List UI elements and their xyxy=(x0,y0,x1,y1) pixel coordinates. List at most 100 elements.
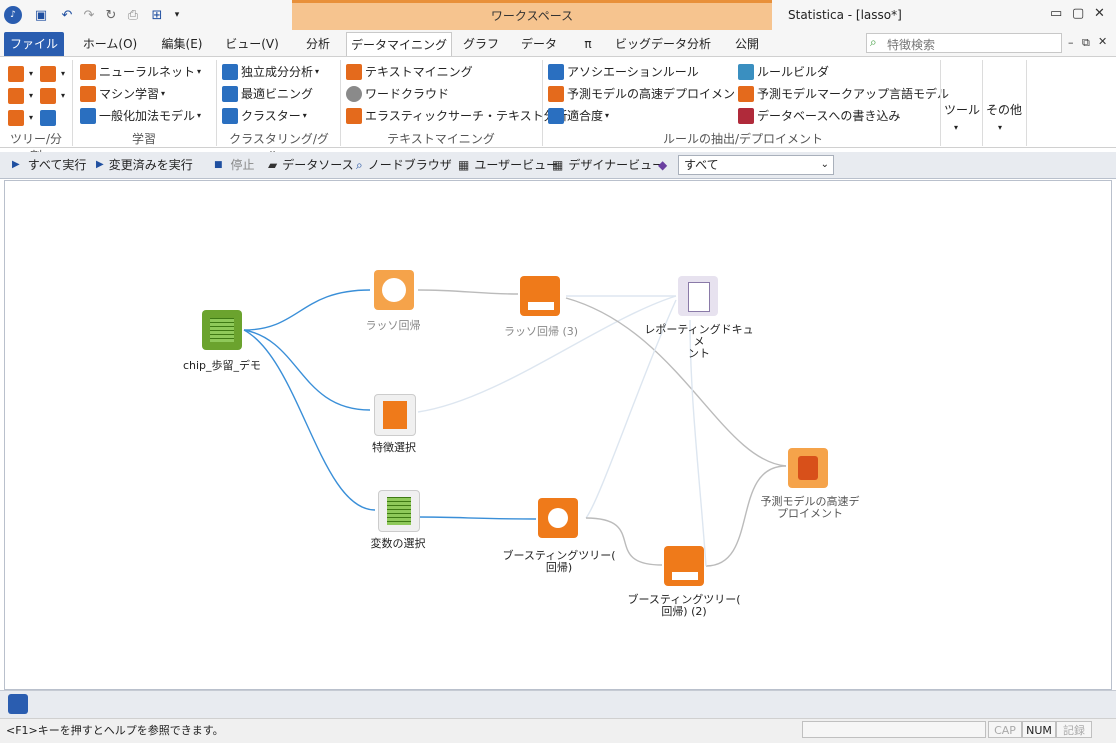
deployment-icon xyxy=(798,456,818,480)
elastic-search-button[interactable]: エラスティックサーチ・テキスト分析 xyxy=(346,106,568,126)
stop-button[interactable]: ■停止 xyxy=(214,158,255,172)
user-view-icon: ▦ xyxy=(458,158,470,172)
tab-view[interactable]: ビュー(V) xyxy=(225,37,279,51)
write-database-button[interactable]: データベースへの書き込み xyxy=(738,106,900,126)
node-label-feature: 特徴選択 xyxy=(372,441,416,454)
tab-edit[interactable]: 編集(E) xyxy=(161,37,203,51)
node-label-data: chip_歩留_デモ xyxy=(182,359,262,372)
spreadsheet-icon xyxy=(387,497,411,525)
tree-forest-button[interactable]: ▾ xyxy=(8,108,33,128)
rapid-deployment-node[interactable] xyxy=(788,448,828,488)
mars-button[interactable] xyxy=(40,108,59,128)
ribbon-close-icon[interactable]: ✕ xyxy=(1098,35,1108,48)
tree-chaid-button[interactable]: ▾ xyxy=(8,86,33,106)
tab-home[interactable]: ホーム(O) xyxy=(82,37,138,51)
text-mining-button[interactable]: テキストマイニング xyxy=(346,62,473,82)
tree-regression-button[interactable]: ▾ xyxy=(40,64,65,84)
print-icon[interactable]: ⎙ xyxy=(127,7,139,23)
group-label-rules: ルールの抽出/デプロイメント xyxy=(662,132,824,146)
tab-file[interactable]: ファイル(F) xyxy=(4,32,64,75)
redo-icon[interactable]: ↷ xyxy=(83,7,95,23)
workspace-toolbar xyxy=(0,152,1116,179)
machine-learning-button[interactable]: マシン学習▾ xyxy=(80,84,165,104)
ribbon-restore-icon[interactable]: ⧉ xyxy=(1082,36,1090,49)
connector xyxy=(243,329,376,511)
workspace-canvas[interactable] xyxy=(4,180,1112,690)
pmml-button[interactable]: 予測モデルマークアップ言語モデル xyxy=(738,84,949,104)
connector xyxy=(417,295,677,413)
rapid-deployment-icon xyxy=(548,86,564,102)
app-logo-icon[interactable]: ♪ xyxy=(4,6,22,24)
group-separator xyxy=(940,60,941,146)
close-icon[interactable]: ✕ xyxy=(1094,6,1105,21)
word-cloud-icon xyxy=(346,86,362,102)
minimize-icon[interactable]: ▭ xyxy=(1050,6,1063,21)
feature-selection-icon xyxy=(383,401,407,429)
qat-customize-icon[interactable]: ▾ xyxy=(174,10,180,20)
text-mining-icon xyxy=(346,64,362,80)
association-rules-button[interactable]: アソシエーションルール xyxy=(548,62,699,82)
tab-data[interactable]: データ xyxy=(520,37,557,51)
feature-selection-node[interactable] xyxy=(374,394,416,436)
pmml-icon xyxy=(738,86,754,102)
search-placeholder: 特徴検索 xyxy=(887,38,936,52)
rule-builder-button[interactable]: ルールビルダ xyxy=(738,62,829,82)
connector xyxy=(417,516,537,520)
optimal-binning-button[interactable]: 最適ビニング xyxy=(222,84,313,104)
cluster-button[interactable]: クラスター▾ xyxy=(222,106,307,126)
group-separator xyxy=(982,60,983,146)
user-view-button[interactable]: ▦ユーザービュー xyxy=(458,158,559,172)
tools-button[interactable]: ツール xyxy=(944,103,981,117)
node-label-rapid: 予測モデルの高速デ プロイメント xyxy=(760,495,860,520)
report-node[interactable] xyxy=(678,276,718,316)
refresh-icon[interactable]: ↻ xyxy=(105,7,117,23)
tab-analysis[interactable]: 分析 xyxy=(305,37,330,51)
node-label-lasso3: ラッソ回帰 (3) xyxy=(503,325,579,338)
tab-pi[interactable]: π xyxy=(584,37,592,51)
tab-big-data[interactable]: ビッグデータ分析 xyxy=(614,37,711,51)
ribbon-minimize-icon[interactable]: – xyxy=(1068,36,1074,49)
tree-classification-button[interactable]: ▾ xyxy=(8,64,33,84)
boosting-tree-node[interactable] xyxy=(538,498,578,538)
association-icon xyxy=(548,64,564,80)
gam-button[interactable]: 一般化加法モデル▾ xyxy=(80,106,201,126)
node-label-report: レポーティングドキュメ ント xyxy=(644,323,754,360)
ica-button[interactable]: 独立成分分析▾ xyxy=(222,62,319,82)
boosting-tree2-node[interactable] xyxy=(664,546,704,586)
tab-graph[interactable]: グラフ xyxy=(462,37,499,51)
maximize-icon[interactable]: ▢ xyxy=(1072,6,1085,21)
filter-icon: ◆ xyxy=(658,158,668,172)
designer-view-icon: ▦ xyxy=(552,158,564,172)
feature-search-box[interactable]: ⌕ 特徴検索 xyxy=(866,33,1062,53)
tree-boost-button[interactable]: ▾ xyxy=(40,86,65,106)
tree-icon xyxy=(40,88,56,104)
word-cloud-button[interactable]: ワードクラウド xyxy=(346,84,449,104)
tab-publish[interactable]: 公開 xyxy=(734,37,759,51)
connector xyxy=(689,319,707,567)
undo-icon[interactable]: ↶ xyxy=(61,7,73,23)
neural-net-button[interactable]: ニューラルネット▾ xyxy=(80,62,201,82)
play-changed-icon: ▶ xyxy=(96,159,104,170)
filter-select[interactable]: すべて⌄ xyxy=(678,155,834,175)
datasource-node[interactable] xyxy=(202,310,242,350)
save-icon[interactable]: ▣ xyxy=(34,7,48,23)
lasso-node[interactable] xyxy=(374,270,414,310)
workspace-icon[interactable]: ⊞ xyxy=(151,7,163,23)
database-icon xyxy=(738,108,754,124)
other-button[interactable]: その他 xyxy=(985,103,1022,117)
caps-indicator: CAP xyxy=(988,721,1022,738)
tools-dropdown-icon: ▾ xyxy=(954,123,959,132)
goodness-of-fit-button[interactable]: 適合度▾ xyxy=(548,106,609,126)
designer-view-button[interactable]: ▦デザイナービュー xyxy=(552,158,665,172)
run-changed-button[interactable]: ▶変更済みを実行 xyxy=(96,158,193,172)
node-browser-button[interactable]: ⌕ノードブラウザ xyxy=(356,158,452,172)
run-all-button[interactable]: ▶すべて実行 xyxy=(12,158,87,172)
lasso3-node[interactable] xyxy=(520,276,560,316)
tab-data-mining[interactable]: データマイニング xyxy=(346,32,452,58)
variable-selection-node[interactable] xyxy=(378,490,420,532)
workspace-tab-icon[interactable] xyxy=(8,694,28,714)
datasource-button[interactable]: ▰データソース xyxy=(268,158,354,172)
report-icon xyxy=(688,282,710,312)
record-indicator: 記録 xyxy=(1056,721,1092,738)
rapid-deployment-button[interactable]: 予測モデルの高速デプロイメント xyxy=(548,84,747,104)
